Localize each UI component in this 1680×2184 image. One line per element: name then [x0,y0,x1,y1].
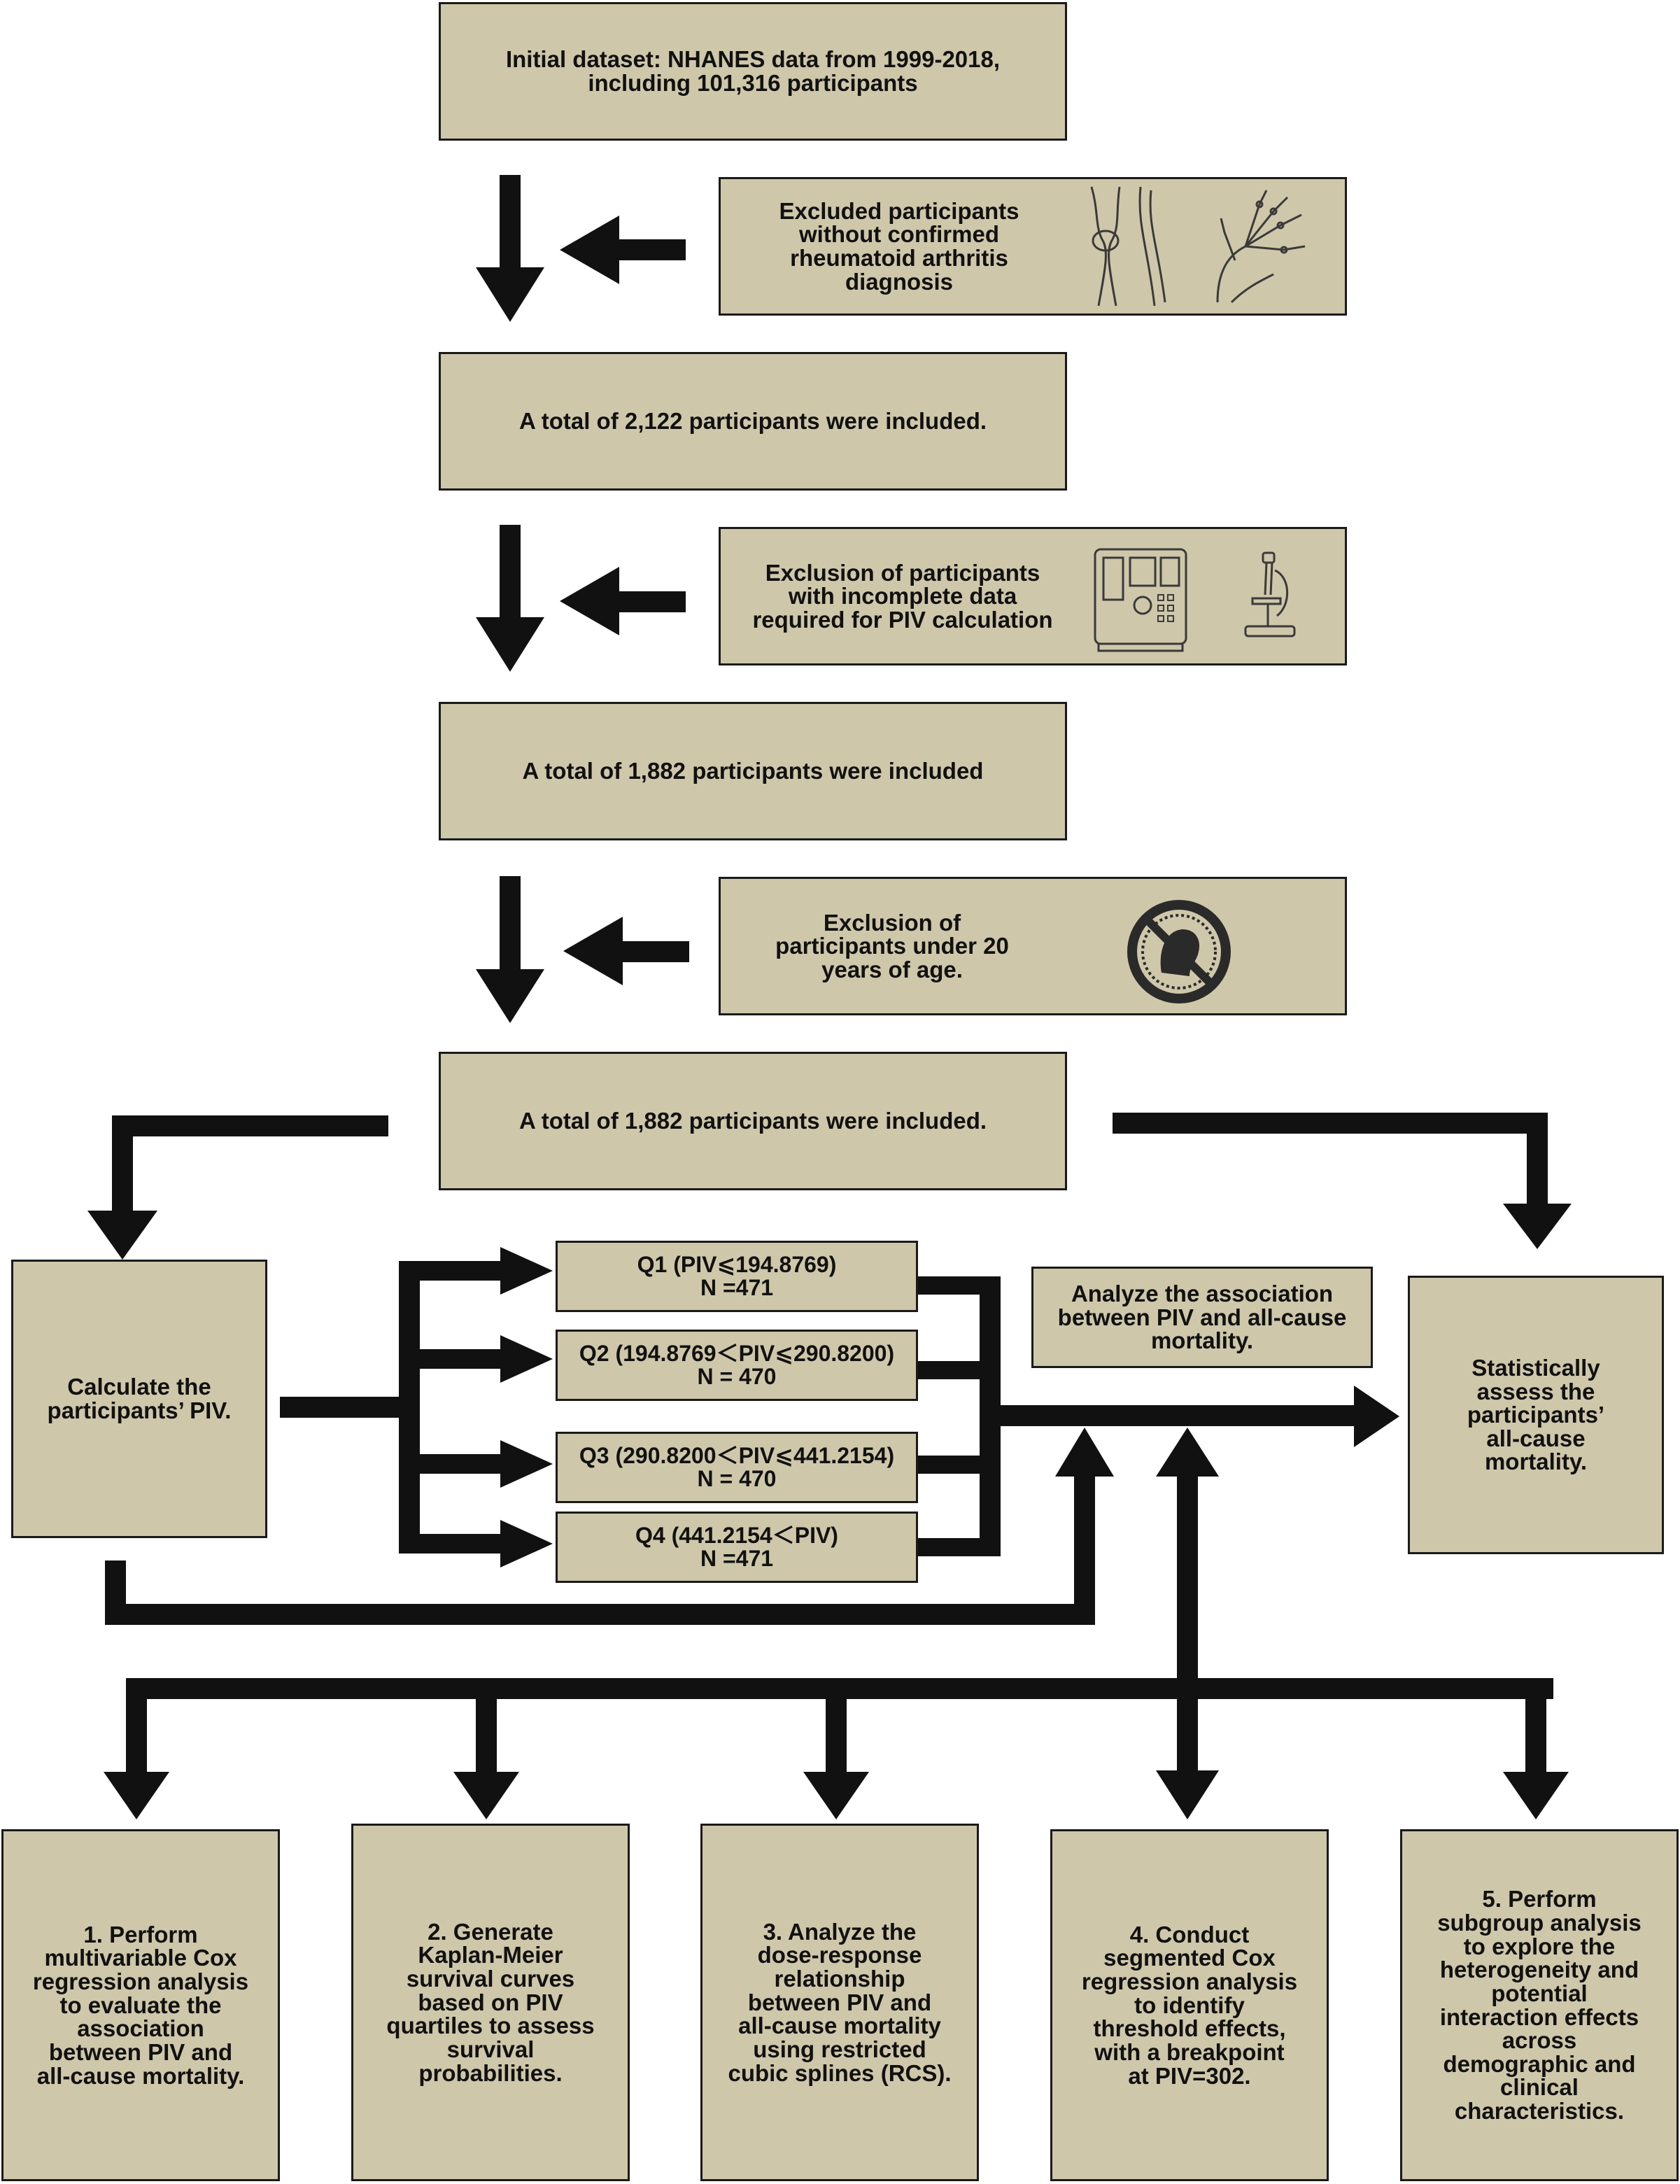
quartile-q4-text: Q4 (441.2154＜PIV) N =471 [635,1523,838,1571]
included-text-1: A total of 2,122 participants were inclu… [518,408,987,435]
branch-right-arrow [1113,1113,1572,1249]
exclusion-age-text: Exclusion of participants under 20 years… [775,909,1009,982]
included-box-2: A total of 1,882 participants were inclu… [439,702,1067,840]
step-4-box: 4. Conduct segmented Cox regression anal… [1050,1829,1329,2181]
double-arrow-connector [1156,1428,1219,1819]
analyze-association-text: Analyze the association between PIV and … [1057,1281,1347,1354]
no-minors-icon [1127,900,1231,1003]
exclusion-arrow-2 [560,567,686,635]
exclusion-arrow-3 [563,917,689,985]
quartile-q2-box: Q2 (194.8769＜PIV⩽290.8200) N = 470 [556,1330,918,1401]
down-arrow-1 [476,175,544,322]
microscope-icon [1244,551,1296,637]
quartile-q3-box: Q3 (290.8200＜PIV⩽441.2154) N = 470 [556,1432,918,1503]
step-2-box: 2. Generate Kaplan-Meier survival curves… [351,1824,630,2181]
exclusion-box-age: Exclusion of participants under 20 years… [719,877,1347,1015]
calculate-piv-box: Calculate the participants’ PIV. [11,1260,267,1538]
branch-left-arrow [87,1115,388,1260]
quartiles-to-assess-connector [917,1276,1399,1556]
included-box-1: A total of 2,122 participants were inclu… [439,352,1067,491]
exclusion-ra-text: Excluded participants without confirmed … [779,197,1019,295]
assess-mortality-text: Statistically assess the participants’ a… [1467,1354,1605,1475]
exclusion-incomplete-text: Exclusion of participants with incomplet… [752,559,1053,633]
down-arrow-3 [476,876,544,1023]
analyze-association-box: Analyze the association between PIV and … [1031,1267,1373,1368]
hand-skeleton-icon [1216,190,1306,304]
step-1-text: 1. Perform multivariable Cox regression … [32,1921,249,2089]
step-5-box: 5. Perform subgroup analysis to explore … [1400,1829,1679,2181]
step-3-text: 3. Analyze the dose-response relationshi… [728,1918,952,2086]
calculate-to-quartiles-connector [280,1247,553,1567]
steps-bus-connector [104,1678,1569,1819]
lab-analyzer-icon [1094,548,1187,652]
quartile-q2-text: Q2 (194.8769＜PIV⩽290.8200) N = 470 [579,1341,895,1389]
down-arrow-2 [476,525,544,672]
step-1-box: 1. Perform multivariable Cox regression … [1,1829,280,2181]
step-4-text: 4. Conduct segmented Cox regression anal… [1081,1921,1298,2089]
initial-dataset-box: Initial dataset: NHANES data from 1999-2… [439,2,1067,141]
exclusion-arrow-1 [560,216,686,284]
quartile-q4-box: Q4 (441.2154＜PIV) N =471 [556,1512,918,1583]
quartile-q1-box: Q1 (PIV⩽194.8769) N =471 [556,1241,918,1312]
included-text-2: A total of 1,882 participants were inclu… [522,758,984,784]
quartile-q1-text: Q1 (PIV⩽194.8769) N =471 [637,1252,837,1300]
initial-dataset-text: Initial dataset: NHANES data from 1999-2… [505,46,1001,96]
step-3-box: 3. Analyze the dose-response relationshi… [700,1824,979,2181]
calculate-piv-text: Calculate the participants’ PIV. [47,1374,232,1423]
exclusion-box-incomplete: Exclusion of participants with incomplet… [719,527,1347,665]
included-text-3: A total of 1,882 participants were inclu… [518,1108,987,1134]
calculate-loop-connector [105,1428,1114,1625]
included-box-3: A total of 1,882 participants were inclu… [439,1052,1067,1190]
quartile-q3-text: Q3 (290.8200＜PIV⩽441.2154) N = 470 [579,1443,895,1491]
step-5-text: 5. Perform subgroup analysis to explore … [1437,1886,1642,2125]
assess-mortality-box: Statistically assess the participants’ a… [1408,1276,1664,1554]
knee-joint-icon [1090,186,1166,307]
step-2-text: 2. Generate Kaplan-Meier survival curves… [386,1918,595,2086]
